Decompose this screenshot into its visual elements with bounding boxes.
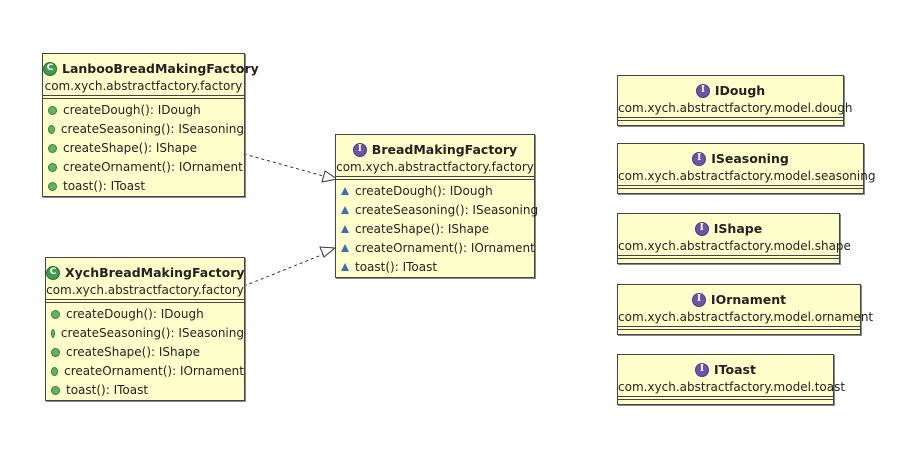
interface-ishape[interactable]: I IShape com.xych.abstractfactory.model.s… <box>617 213 851 264</box>
method-label: createOrnament(): IOrnament <box>64 363 244 378</box>
method-label: createShape(): IShape <box>66 344 201 359</box>
abstract-method-icon <box>341 225 349 233</box>
method-label: createSeasoning(): ISeasoning <box>60 121 244 136</box>
compartment-divider <box>618 325 860 330</box>
abstract-method-icon <box>341 206 349 214</box>
method-item[interactable]: createDough(): IDough <box>43 101 244 120</box>
abstract-method-icon <box>341 263 349 271</box>
interface-icon: I <box>695 83 710 98</box>
interface-name: IOrnament <box>710 292 787 307</box>
package-name: com.xych.abstractfactory.factory <box>46 282 244 297</box>
method-label: toast(): IToast <box>355 259 438 274</box>
method-label: toast(): IToast <box>66 382 149 397</box>
interface-icon: I <box>694 221 709 236</box>
method-label: toast(): IToast <box>63 178 146 193</box>
compartment-divider <box>618 254 839 259</box>
method-list: createDough(): IDough createSeasoning():… <box>46 303 244 402</box>
interface-name: ISeasoning <box>711 151 789 166</box>
method-list: createDough(): IDough createSeasoning():… <box>43 99 244 198</box>
package-name: com.xych.abstractfactory.factory <box>336 159 534 174</box>
method-label: createSeasoning(): ISeasoning <box>60 325 244 340</box>
public-method-icon <box>51 328 55 338</box>
public-method-icon <box>48 143 57 153</box>
class-lanboo-bread-making-factory[interactable]: C LanbooBreadMakingFactory com.xych.abstr… <box>42 53 259 198</box>
compartment-divider <box>618 184 863 189</box>
package-name: com.xych.abstractfactory.model.ornament <box>618 309 874 324</box>
interface-name: IDough <box>714 83 766 98</box>
method-label: createSeasoning(): ISeasoning <box>355 202 539 217</box>
realization-line-xych <box>243 253 325 287</box>
method-label: createDough(): IDough <box>355 183 493 198</box>
abstract-method-icon <box>341 187 349 195</box>
interface-itoast[interactable]: I IToast com.xych.abstractfactory.model.t… <box>617 354 846 405</box>
package-name: com.xych.abstractfactory.model.shape <box>618 238 851 253</box>
package-name: com.xych.abstractfactory.model.dough <box>618 100 853 115</box>
interface-name: BreadMakingFactory <box>371 142 518 157</box>
method-list: createDough(): IDough createSeasoning():… <box>336 180 538 279</box>
class-icon: C <box>46 265 60 280</box>
public-method-icon <box>48 124 55 134</box>
interface-icon: I <box>691 292 706 307</box>
method-item[interactable]: createSeasoning(): ISeasoning <box>336 201 538 220</box>
realization-arrowhead-lanboo <box>321 170 339 183</box>
compartment-divider <box>618 116 843 121</box>
method-label: createOrnament(): IOrnament <box>355 240 535 255</box>
abstract-method-icon <box>341 244 349 252</box>
class-icon: C <box>43 61 57 76</box>
package-name: com.xych.abstractfactory.factory <box>44 78 243 93</box>
method-item[interactable]: createOrnament(): IOrnament <box>43 158 244 177</box>
method-label: createOrnament(): IOrnament <box>63 159 243 174</box>
method-item[interactable]: createSeasoning(): ISeasoning <box>46 324 244 343</box>
public-method-icon <box>51 309 60 319</box>
method-item[interactable]: toast(): IToast <box>46 381 244 400</box>
public-method-icon <box>51 347 60 357</box>
method-item[interactable]: createSeasoning(): ISeasoning <box>43 120 244 139</box>
interface-icon: I <box>695 362 710 377</box>
package-name: com.xych.abstractfactory.model.toast <box>618 379 846 394</box>
compartment-divider <box>618 395 833 400</box>
interface-idough[interactable]: I IDough com.xych.abstractfactory.model.d… <box>617 75 853 126</box>
public-method-icon <box>48 181 57 191</box>
method-item[interactable]: createOrnament(): IOrnament <box>336 239 535 258</box>
method-item[interactable]: createDough(): IDough <box>46 305 244 324</box>
method-label: createDough(): IDough <box>63 102 201 117</box>
compartment-divider <box>336 175 534 180</box>
interface-icon: I <box>692 151 707 166</box>
method-item[interactable]: createShape(): IShape <box>43 139 244 158</box>
method-item[interactable]: createDough(): IDough <box>336 182 534 201</box>
method-item[interactable]: createShape(): IShape <box>46 343 244 362</box>
realization-line-lanboo <box>243 153 328 178</box>
public-method-icon <box>51 385 60 395</box>
interface-name: IShape <box>713 221 763 236</box>
interface-bread-making-factory[interactable]: I BreadMakingFactory com.xych.abstractfac… <box>335 134 538 279</box>
class-name: LanbooBreadMakingFactory <box>62 61 259 76</box>
interface-iseasoning[interactable]: I ISeasoning com.xych.abstractfactory.mod… <box>617 143 876 194</box>
compartment-divider <box>46 298 244 303</box>
compartment-divider <box>43 94 244 99</box>
method-item[interactable]: createOrnament(): IOrnament <box>46 362 244 381</box>
public-method-icon <box>48 162 57 172</box>
package-name: com.xych.abstractfactory.model.seasoning <box>618 168 876 183</box>
interface-icon: I <box>352 142 367 157</box>
class-name: XychBreadMakingFactory <box>65 265 245 280</box>
method-label: createShape(): IShape <box>355 221 490 236</box>
method-item[interactable]: createShape(): IShape <box>336 220 534 239</box>
method-item[interactable]: toast(): IToast <box>43 177 244 196</box>
realization-arrowhead-xych <box>319 246 337 258</box>
public-method-icon <box>51 366 59 376</box>
interface-iornament[interactable]: I IOrnament com.xych.abstractfactory.mode… <box>617 284 874 335</box>
method-label: createDough(): IDough <box>66 306 204 321</box>
public-method-icon <box>48 105 57 115</box>
interface-name: IToast <box>714 362 756 377</box>
method-item[interactable]: toast(): IToast <box>336 258 534 277</box>
method-label: createShape(): IShape <box>63 140 198 155</box>
class-xych-bread-making-factory[interactable]: C XychBreadMakingFactory com.xych.abstrac… <box>45 257 245 401</box>
